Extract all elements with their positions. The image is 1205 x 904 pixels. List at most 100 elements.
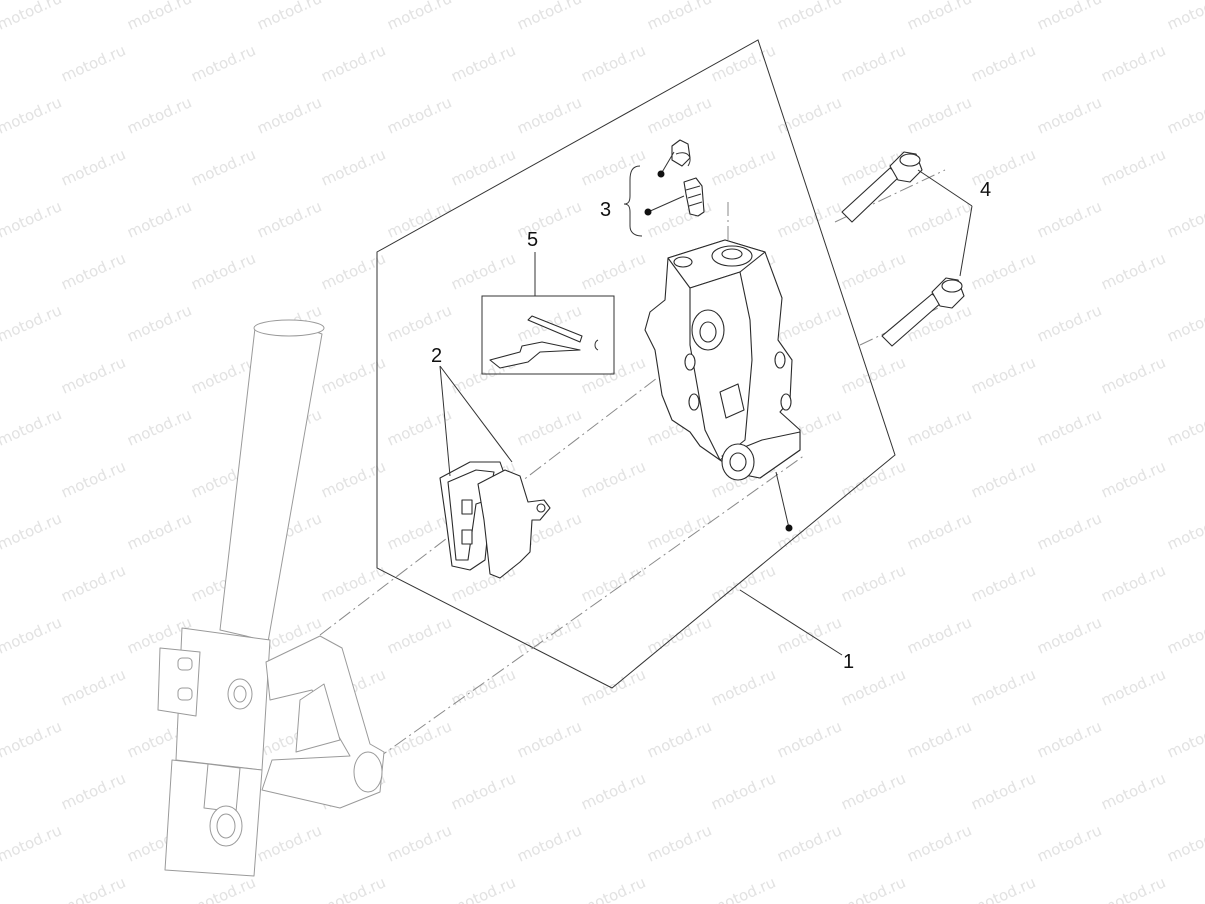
watermark-text: motod.ru	[578, 561, 648, 605]
watermark-text: motod.ru	[1098, 145, 1168, 189]
watermark-text: motod.ru	[384, 717, 454, 761]
watermark-text: motod.ru	[254, 0, 324, 34]
kit-boundary-frame	[376, 39, 896, 689]
watermark-text: motod.ru	[448, 873, 518, 904]
watermark-text: motod.ru	[968, 145, 1038, 189]
watermark-text: motod.ru	[124, 197, 194, 241]
watermark-text: motod.ru	[58, 769, 128, 813]
watermark-text: motod.ru	[708, 561, 778, 605]
watermark-text: motod.ru	[968, 41, 1038, 85]
watermark-text: motod.ru	[384, 197, 454, 241]
watermark-text: motod.ru	[644, 509, 714, 553]
watermark-text: motod.ru	[448, 769, 518, 813]
watermark-text: motod.ru	[0, 821, 64, 865]
watermark-text: motod.ru	[0, 613, 64, 657]
watermark-text: motod.ru	[318, 353, 388, 397]
watermark-text: motod.ru	[968, 249, 1038, 293]
watermark-text: motod.ru	[774, 93, 844, 137]
watermark-text: motod.ru	[1164, 197, 1205, 241]
watermark-text: motod.ru	[708, 145, 778, 189]
watermark-text: motod.ru	[384, 821, 454, 865]
watermark-text: motod.ru	[774, 301, 844, 345]
watermark-text: motod.ru	[578, 457, 648, 501]
watermark-text: motod.ru	[904, 197, 974, 241]
watermark-text: motod.ru	[1098, 353, 1168, 397]
watermark-text: motod.ru	[1034, 509, 1104, 553]
watermark-text: motod.ru	[838, 769, 908, 813]
watermark-text: motod.ru	[904, 717, 974, 761]
mounting-bolts-part-4	[841, 151, 973, 347]
watermark-text: motod.ru	[514, 821, 584, 865]
watermark-text: motod.ru	[1034, 93, 1104, 137]
watermark-text: motod.ru	[968, 561, 1038, 605]
watermark-text: motod.ru	[318, 249, 388, 293]
watermark-text: motod.ru	[968, 769, 1038, 813]
watermark-text: motod.ru	[0, 301, 64, 345]
watermark-text: motod.ru	[1034, 821, 1104, 865]
watermark-text: motod.ru	[1034, 301, 1104, 345]
watermark-text: motod.ru	[0, 405, 64, 449]
watermark-text: motod.ru	[578, 145, 648, 189]
watermark-text: motod.ru	[514, 93, 584, 137]
watermark-text: motod.ru	[384, 93, 454, 137]
watermark-text: motod.ru	[1164, 405, 1205, 449]
watermark-text: motod.ru	[188, 249, 258, 293]
watermark-text: motod.ru	[254, 93, 324, 137]
watermark-text: motod.ru	[1034, 405, 1104, 449]
watermark-text: motod.ru	[968, 353, 1038, 397]
watermark-text: motod.ru	[838, 873, 908, 904]
watermark-text: motod.ru	[448, 249, 518, 293]
watermark-text: motod.ru	[1164, 717, 1205, 761]
watermark-text: motod.ru	[384, 509, 454, 553]
watermark-text: motod.ru	[514, 613, 584, 657]
watermark-text: motod.ru	[448, 665, 518, 709]
watermark-text: motod.ru	[904, 93, 974, 137]
watermark-text: motod.ru	[1098, 41, 1168, 85]
watermark-text: motod.ru	[1098, 457, 1168, 501]
watermark-text: motod.ru	[58, 41, 128, 85]
bleeder-valve-part-3	[623, 139, 705, 237]
watermark-text: motod.ru	[1034, 197, 1104, 241]
watermark-text: motod.ru	[644, 197, 714, 241]
watermark-text: motod.ru	[644, 0, 714, 34]
watermark-text: motod.ru	[774, 821, 844, 865]
watermark-text: motod.ru	[1164, 821, 1205, 865]
watermark-text: motod.ru	[1164, 613, 1205, 657]
watermark-text: motod.ru	[0, 197, 64, 241]
watermark-text: motod.ru	[774, 197, 844, 241]
watermark-text: motod.ru	[448, 145, 518, 189]
watermark-text: motod.ru	[774, 613, 844, 657]
watermark-text: motod.ru	[708, 873, 778, 904]
watermark-text: motod.ru	[774, 0, 844, 34]
watermark-text: motod.ru	[1164, 0, 1205, 34]
watermark-text: motod.ru	[1098, 561, 1168, 605]
watermark-text: motod.ru	[774, 509, 844, 553]
watermark-text: motod.ru	[838, 249, 908, 293]
watermark-text: motod.ru	[318, 41, 388, 85]
watermark-text: motod.ru	[968, 873, 1038, 904]
watermark-text: motod.ru	[774, 717, 844, 761]
watermark-text: motod.ru	[188, 145, 258, 189]
watermark-text: motod.ru	[644, 93, 714, 137]
watermark-text: motod.ru	[384, 613, 454, 657]
watermark-text: motod.ru	[254, 197, 324, 241]
watermark-text: motod.ru	[1164, 93, 1205, 137]
watermark-text: motod.ru	[1164, 509, 1205, 553]
watermark-text: motod.ru	[0, 509, 64, 553]
watermark-text: motod.ru	[58, 561, 128, 605]
watermark-text: motod.ru	[384, 301, 454, 345]
watermark-text: motod.ru	[1098, 249, 1168, 293]
watermark-text: motod.ru	[318, 457, 388, 501]
watermark-text: motod.ru	[708, 665, 778, 709]
watermark-text: motod.ru	[644, 821, 714, 865]
watermark-text: motod.ru	[838, 457, 908, 501]
watermark-text: motod.ru	[514, 0, 584, 34]
watermark-text: motod.ru	[124, 301, 194, 345]
watermark-text: motod.ru	[904, 613, 974, 657]
watermark-text: motod.ru	[318, 873, 388, 904]
leader-lines	[439, 365, 843, 656]
fork-leg	[157, 319, 325, 877]
watermark-text: motod.ru	[514, 405, 584, 449]
watermark-text: motod.ru	[644, 717, 714, 761]
